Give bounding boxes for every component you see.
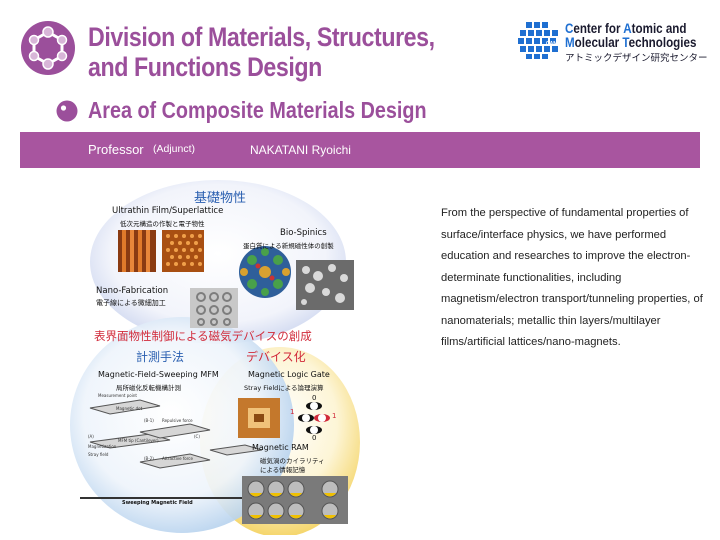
- mram-jp-label-2: による情報記憶: [260, 466, 306, 474]
- camt-badge: CAMT: [546, 41, 560, 47]
- mfm-tip-label: MFM tip (Cantilever): [118, 438, 159, 443]
- mram-jp-label-1: 磁気渦のカイラリティ: [260, 457, 325, 465]
- mfm-label: Magnetic-Field-Sweeping MFM: [98, 370, 219, 379]
- magnetic-dot-label: Magnetic dot: [116, 406, 143, 411]
- page-title-line2: and Functions Design: [88, 52, 322, 82]
- professor-role: Professor: [88, 142, 144, 157]
- page-title: Division of Materials, Structures, and F…: [88, 22, 435, 82]
- logic-label: Magnetic Logic Gate: [248, 370, 330, 379]
- section-bullet-icon: [56, 100, 78, 122]
- camt-subtitle: アトミックデザイン研究センター: [565, 53, 708, 64]
- attractive-force-label: Attractive force: [162, 456, 193, 461]
- magnetization-label: Magnetization: [88, 444, 117, 449]
- camt-name-line1: Center for Atomic and: [565, 21, 687, 36]
- logic-jp-label: Stray Fieldによる論理演算: [244, 384, 324, 392]
- logic-bit-left: 1: [290, 408, 295, 416]
- repulsive-force-label: Repulsive force: [162, 418, 193, 423]
- nanofab-jp-label: 電子線による微細加工: [96, 299, 166, 307]
- nanofab-label: Nano-Fabrication: [96, 286, 169, 296]
- ultrathin-jp-label: 低次元構造の作製と電子物性: [120, 220, 205, 228]
- section-title: Area of Composite Materials Design: [88, 97, 427, 123]
- camt-name: Center for Atomic and Molecular Technolo…: [565, 22, 696, 50]
- center-heading: 表界面物性制御による磁気デバイスの創成: [94, 329, 312, 343]
- label-a: (A): [88, 434, 94, 439]
- label-c: (C): [194, 434, 200, 439]
- professor-qualifier: (Adjunct): [153, 143, 196, 155]
- sweeping-field-label: Sweeping Magnetic Field: [122, 500, 193, 506]
- fundamental-properties-heading: 基礎物性: [194, 191, 247, 206]
- camt-name-line2: Molecular Technologies: [565, 35, 697, 50]
- device-heading: デバイス化: [246, 350, 306, 364]
- camt-logo-icon: CAMT: [516, 20, 562, 60]
- fundamental-properties-region: [90, 180, 346, 344]
- tem-image: [296, 260, 354, 310]
- biospinics-label: Bio-Spinics: [280, 228, 327, 238]
- mram-label: Magnetic RAM: [252, 443, 309, 452]
- nanofabrication-image: [190, 288, 238, 328]
- logic-bit-top: 0: [312, 394, 317, 402]
- research-description: From the perspective of fundamental prop…: [441, 207, 703, 348]
- mram-vortex-images: [242, 476, 348, 524]
- division-logo-icon: [20, 20, 76, 76]
- label-b2: (B-2): [144, 456, 154, 461]
- professor-name: NAKATANI Ryoichi: [250, 143, 351, 157]
- logic-gate-image: [238, 398, 280, 438]
- ultrathin-label: Ultrathin Film/Superlattice: [112, 206, 224, 216]
- biospinics-jp-label: 蛋白質による新規磁性体の創製: [243, 242, 334, 250]
- research-figure: 基礎物性 Ultrathin Film/Superlattice 低次元構造の作…: [70, 180, 370, 535]
- measurement-heading: 計測手法: [136, 350, 185, 364]
- logic-bit-bottom: 0: [312, 434, 317, 442]
- logic-bit-right: 1: [332, 412, 337, 420]
- professor-bar: Professor (Adjunct) NAKATANI Ryoichi: [20, 132, 700, 168]
- mfm-jp-label: 局所磁化反転機構計測: [116, 384, 181, 392]
- page-title-line1: Division of Materials, Structures,: [88, 22, 435, 52]
- measurement-point-label: Measurement point: [98, 393, 137, 398]
- superlattice-image: [118, 230, 204, 272]
- protein-structure-image: [239, 246, 291, 298]
- logic-bits-icon: [298, 402, 330, 434]
- stray-field-label: Stray field: [88, 452, 109, 457]
- label-b1: (B-1): [144, 418, 154, 423]
